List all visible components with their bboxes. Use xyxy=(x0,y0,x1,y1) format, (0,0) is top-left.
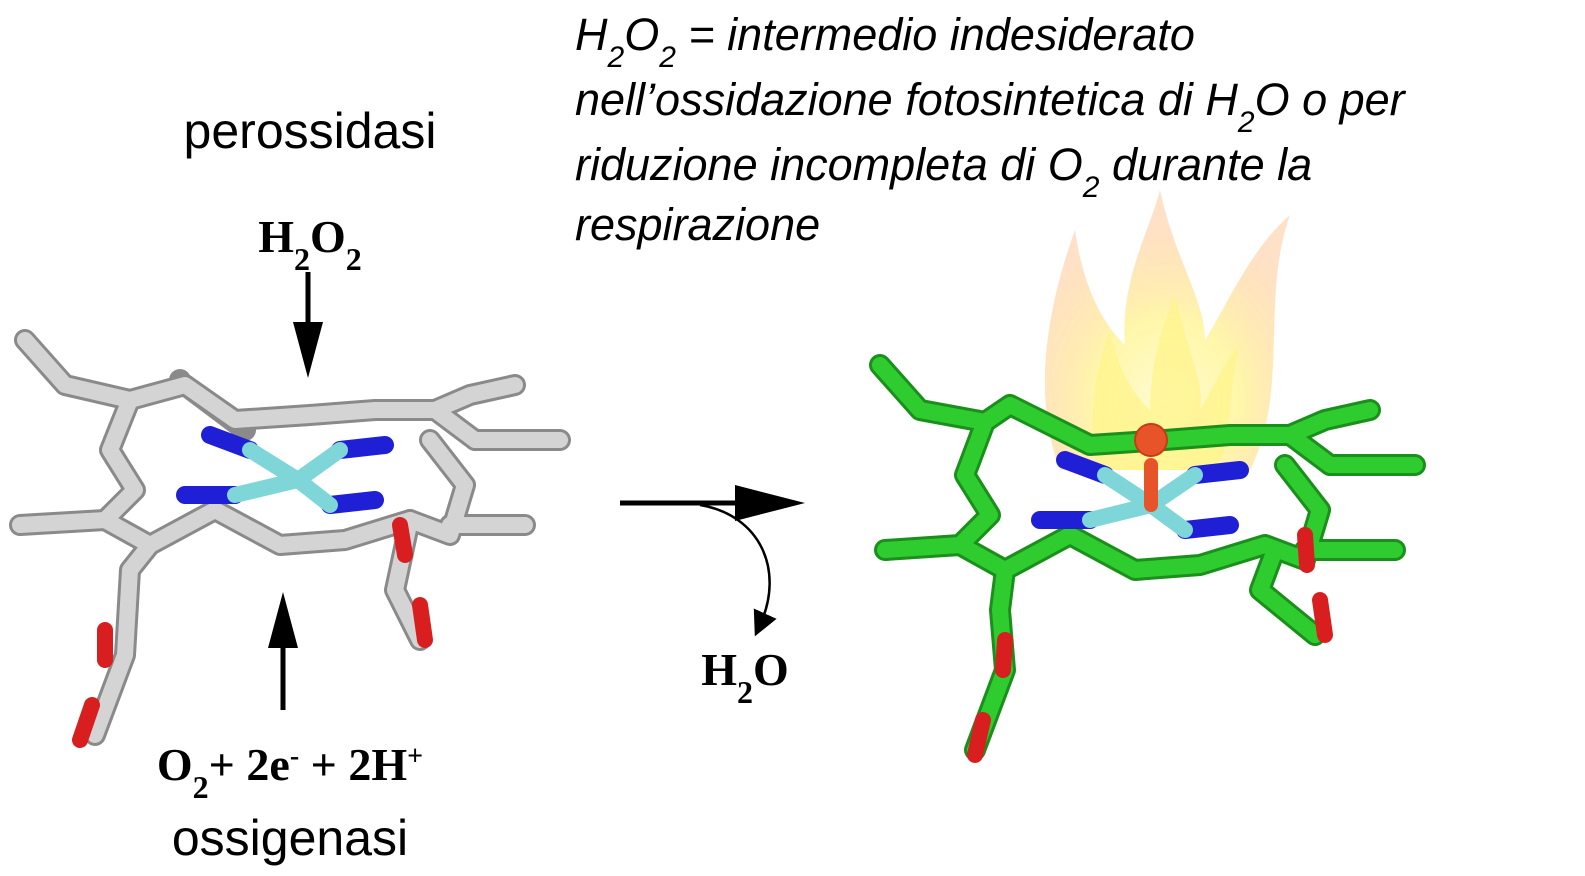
caption-line-4: respirazione xyxy=(575,199,820,250)
heme-left-oxygens xyxy=(72,517,433,748)
caption-line-2: nell’ossidazione fotosintetica di H2O o … xyxy=(575,74,1407,139)
heme-molecule-left xyxy=(9,329,571,748)
curved-arrow-icon xyxy=(699,503,777,637)
caption-line-1: H2O2 = intermedio indesiderato xyxy=(575,9,1195,74)
heme-right-iron xyxy=(1082,467,1203,538)
caption-line-3: riduzione incompleta di O2 durante la xyxy=(575,139,1312,204)
heme-left-iron xyxy=(227,442,348,513)
arrow-up-icon xyxy=(268,592,298,710)
reagent-o2-electrons-protons: O2+ 2e- + 2H+ xyxy=(157,739,423,805)
label-perossidasi: perossidasi xyxy=(184,103,437,159)
arrow-down-icon xyxy=(293,272,323,378)
caption: H2O2 = intermedio indesiderato nell’ossi… xyxy=(575,9,1407,250)
heme-right-oxygens xyxy=(967,527,1333,763)
heme-left-carbons xyxy=(12,332,568,743)
reaction-arrow xyxy=(620,485,805,637)
byproduct-h2o: H2O xyxy=(701,644,789,710)
heme-molecule-right xyxy=(869,354,1426,763)
label-ossigenasi: ossigenasi xyxy=(172,810,408,866)
reagent-h2o2-top: H2O2 xyxy=(258,211,362,277)
oxo-oxygen-atom xyxy=(1134,423,1168,457)
